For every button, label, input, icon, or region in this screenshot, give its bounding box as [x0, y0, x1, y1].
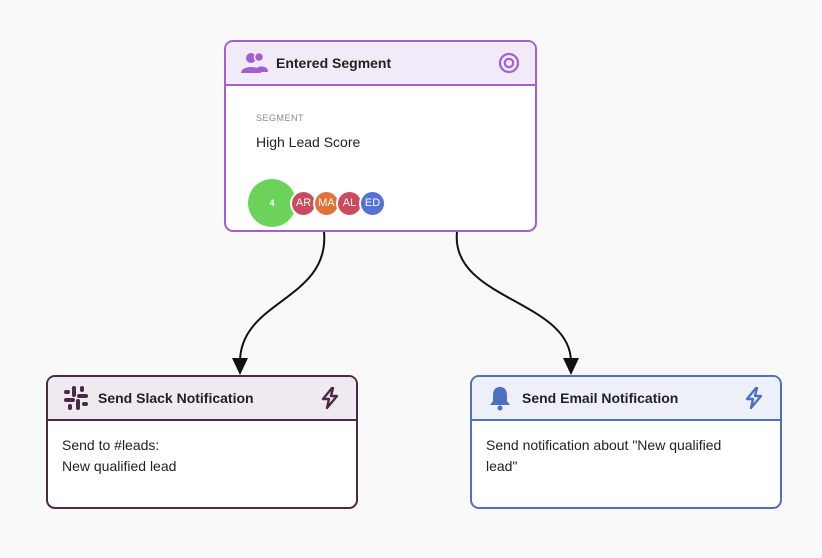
node-body: Send to #leads: New qualified lead: [48, 421, 356, 491]
avatar: MA: [313, 190, 340, 217]
avatar-initials: AL: [342, 197, 357, 209]
email-message-text: Send notification about "New qualified: [486, 437, 722, 453]
node-header: Send Slack Notification: [48, 377, 356, 421]
edge-to-email: [455, 231, 572, 363]
send-slack-notification-node[interactable]: Send Slack Notification Send to #leads: …: [46, 375, 358, 509]
edge-arrow-slack: [232, 358, 248, 375]
avatar-initials: ED: [364, 197, 381, 209]
slack-icon: [62, 384, 90, 412]
bolt-icon: [740, 384, 768, 412]
email-message-text-cont: lead": [486, 458, 518, 474]
edge-arrow-email: [563, 358, 579, 375]
segment-label: SEGMENT: [256, 113, 305, 123]
edge-to-slack: [239, 231, 326, 363]
node-title: Send Slack Notification: [98, 390, 254, 406]
slack-channel-text: Send to #leads:: [62, 437, 160, 453]
bolt-icon: [316, 384, 344, 412]
slack-message-text: New qualified lead: [62, 458, 177, 474]
node-body: SEGMENT High Lead Score 4 AR MA AL ED: [226, 86, 535, 229]
node-header: Send Email Notification: [472, 377, 780, 421]
node-header: Entered Segment: [226, 42, 535, 86]
send-email-notification-node[interactable]: Send Email Notification Send notificatio…: [470, 375, 782, 509]
target-icon: [495, 49, 523, 77]
entered-segment-node[interactable]: Entered Segment SEGMENT High Lead Score …: [224, 40, 537, 232]
avatar-initials: MA: [318, 197, 335, 209]
node-body: Send notification about "New qualified l…: [472, 421, 780, 491]
member-avatars: 4 AR MA AL ED: [248, 179, 505, 229]
member-count-badge: 4: [248, 179, 296, 227]
segment-name: High Lead Score: [256, 134, 361, 150]
avatar: ED: [359, 190, 386, 217]
node-title: Entered Segment: [276, 55, 392, 71]
users-icon: [240, 49, 268, 77]
avatar: AR: [290, 190, 317, 217]
bell-icon: [486, 384, 514, 412]
node-title: Send Email Notification: [522, 390, 679, 406]
avatar-initials: AR: [295, 197, 312, 209]
